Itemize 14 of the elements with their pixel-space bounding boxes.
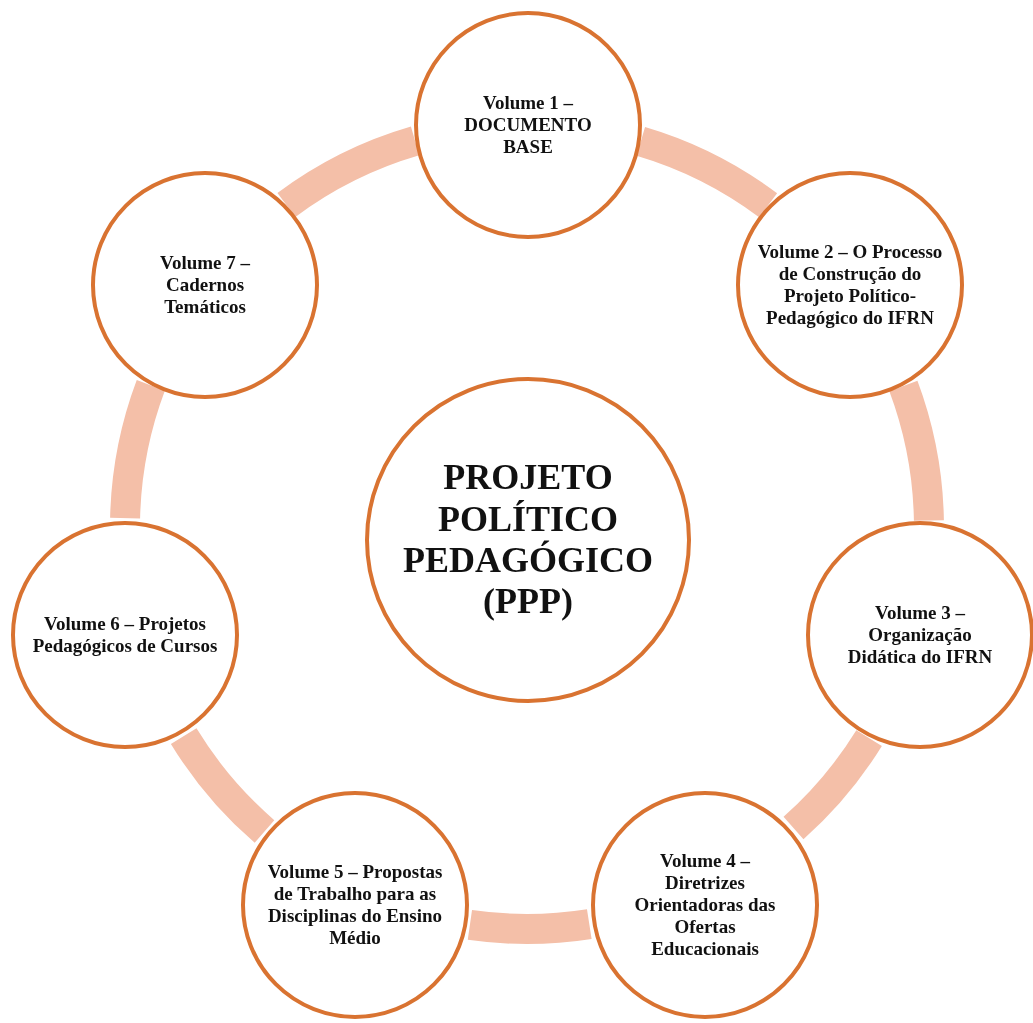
volume-label: Volume 4 – Diretrizes Orientadoras das Ofertas Educacionais bbox=[633, 850, 777, 960]
volume-label: Volume 6 – Projetos Pedagógicos de Cursos bbox=[32, 613, 218, 657]
ring-segment bbox=[277, 126, 420, 218]
ring-segment bbox=[171, 727, 275, 843]
ring-segment bbox=[889, 381, 944, 522]
ring-segment bbox=[783, 729, 882, 839]
title-text: PROJETO POLÍTICO PEDAGÓGICO (PPP) bbox=[403, 457, 653, 623]
volume-label: Volume 7 – Cadernos Temáticos bbox=[158, 252, 252, 318]
ring-segment bbox=[468, 909, 592, 944]
volume-label: Volume 2 – O Processo de Construção do Projeto Político-Pedagógico do IFRN bbox=[757, 241, 943, 329]
volume-label: Volume 1 – DOCUMENTO BASE bbox=[463, 92, 593, 158]
volume-label: Volume 3 – Organização Didática do IFRN bbox=[846, 602, 994, 668]
ring-segment bbox=[110, 380, 166, 520]
volume-label: Volume 5 – Propostas de Trabalho para as Disciplinas do Ensino Médio bbox=[266, 861, 444, 949]
